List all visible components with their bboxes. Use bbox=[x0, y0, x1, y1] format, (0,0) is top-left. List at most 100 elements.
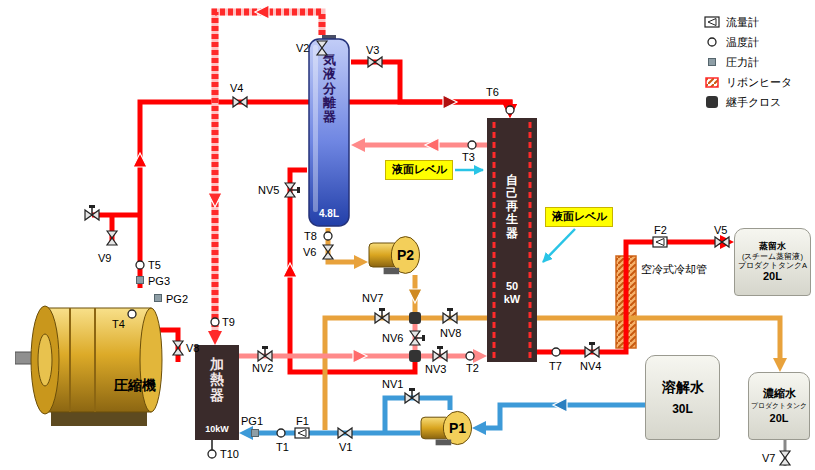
flow-arrow bbox=[553, 398, 567, 412]
pipe-line bbox=[415, 275, 780, 361]
callout-label: NV4 bbox=[580, 360, 601, 372]
node-text: 液面レベル bbox=[392, 163, 447, 176]
valve-body bbox=[317, 41, 327, 55]
callout-label: T9 bbox=[222, 316, 235, 328]
pipe-connector bbox=[351, 62, 510, 107]
pipe-connector bbox=[537, 242, 723, 352]
level-callout: 液面レベル bbox=[545, 207, 613, 227]
callout-label: V6 bbox=[303, 246, 316, 258]
valve-body bbox=[323, 245, 333, 259]
valve-body bbox=[405, 393, 419, 403]
valve-handle bbox=[447, 308, 453, 311]
callout-label: NV8 bbox=[440, 327, 461, 339]
legend-text: 温度計 bbox=[726, 35, 759, 49]
callout-label: V1 bbox=[339, 441, 352, 453]
node-text: 圧縮機 bbox=[114, 377, 156, 394]
node-text: P1 bbox=[449, 420, 466, 437]
thermometer-symbol bbox=[708, 38, 716, 46]
node-text: 蒸留水 bbox=[759, 241, 786, 252]
callout-label: V2 bbox=[296, 42, 309, 54]
callout-label: NV7 bbox=[362, 292, 383, 304]
drawing-rect bbox=[51, 412, 147, 426]
valve-symbol bbox=[410, 331, 425, 345]
node-text: 30L bbox=[672, 402, 693, 416]
product-tank: 蒸留水(スチーム蒸留液)プロダクトタンクA20L bbox=[734, 228, 811, 296]
thermometer-symbol bbox=[466, 352, 474, 360]
pipe-connector bbox=[250, 433, 420, 434]
ribbon-heater-symbol bbox=[706, 78, 718, 87]
node-text: P2 bbox=[397, 247, 414, 264]
node-text: プロダクトタンクA bbox=[738, 261, 807, 270]
flowmeter-box bbox=[653, 237, 667, 247]
flowmeter-arrow bbox=[708, 19, 716, 26]
separator-vessel: 気液分離器4.8L bbox=[307, 35, 351, 228]
valve-body bbox=[258, 351, 272, 361]
drawing-path bbox=[92, 215, 140, 245]
drawing-ellipse bbox=[140, 308, 162, 412]
flowmeter-arrow bbox=[298, 430, 306, 437]
valve-stem bbox=[290, 189, 297, 191]
node-text: 気液分離器 bbox=[323, 53, 336, 124]
pipe-line bbox=[250, 431, 420, 436]
valve-stem bbox=[591, 345, 593, 352]
thermometer-symbol bbox=[136, 261, 144, 269]
pump: P1 bbox=[420, 410, 472, 446]
valve-handle bbox=[379, 308, 385, 311]
callout-label: NV3 bbox=[425, 363, 446, 375]
valve-body bbox=[780, 451, 790, 465]
pressure-gauge-symbol bbox=[709, 59, 716, 66]
drawing-rect bbox=[309, 39, 349, 226]
flow-arrow bbox=[408, 289, 422, 303]
drawing-path bbox=[160, 330, 178, 362]
thermometer-symbol bbox=[208, 450, 216, 458]
valve-body bbox=[85, 210, 99, 220]
pipe-line bbox=[215, 12, 322, 334]
ribbon-heater-base bbox=[215, 12, 322, 334]
pressure-gauge-symbol bbox=[155, 295, 162, 302]
flow-arrow bbox=[133, 153, 147, 167]
valve-body bbox=[443, 313, 457, 323]
pipe-cross-fitting bbox=[706, 96, 718, 108]
callout-label: T5 bbox=[148, 259, 161, 271]
valve-handle bbox=[89, 205, 95, 208]
valve-symbol bbox=[338, 428, 352, 438]
valve-handle bbox=[589, 342, 595, 345]
thermometer-symbol bbox=[128, 310, 136, 318]
callout-label: PG3 bbox=[148, 275, 170, 287]
valve-body bbox=[715, 237, 729, 247]
valve-handle bbox=[422, 335, 425, 341]
thermometer-symbol bbox=[468, 141, 476, 149]
flow-arrow bbox=[208, 193, 222, 207]
drawing-line bbox=[455, 169, 483, 172]
pipe-connector bbox=[239, 356, 476, 357]
legend-text: 継手クロス bbox=[726, 95, 781, 109]
drawing-path bbox=[211, 440, 213, 450]
pipe-connector bbox=[483, 405, 645, 428]
callout-label: PG1 bbox=[241, 415, 263, 427]
valve-symbol bbox=[173, 341, 183, 355]
drawing-line bbox=[493, 122, 496, 358]
callout-label: T1 bbox=[276, 441, 289, 453]
pipe-connector bbox=[362, 145, 487, 146]
thermometer-symbol bbox=[211, 318, 219, 326]
valve-symbol bbox=[317, 41, 327, 55]
pipe-line bbox=[328, 228, 357, 262]
thermometer-symbol bbox=[324, 232, 332, 240]
pipe-connector bbox=[328, 228, 357, 262]
valve-symbol bbox=[323, 245, 333, 259]
drawing-ellipse bbox=[31, 306, 59, 414]
drawing-path bbox=[784, 440, 787, 466]
valve-symbol bbox=[375, 308, 389, 323]
callout-label: V4 bbox=[230, 82, 243, 94]
valve-stem bbox=[439, 349, 441, 356]
valve-symbol bbox=[233, 97, 247, 107]
valve-handle bbox=[297, 187, 300, 193]
legend-text: リボンヒータ bbox=[726, 75, 792, 89]
pipe-line bbox=[483, 405, 645, 428]
drawing-path bbox=[325, 318, 415, 430]
valve-body bbox=[410, 331, 420, 345]
pipe-line bbox=[351, 62, 510, 107]
drawing-ellipse bbox=[38, 334, 52, 386]
callout-label: T7 bbox=[549, 360, 562, 372]
valve-body bbox=[107, 231, 117, 245]
